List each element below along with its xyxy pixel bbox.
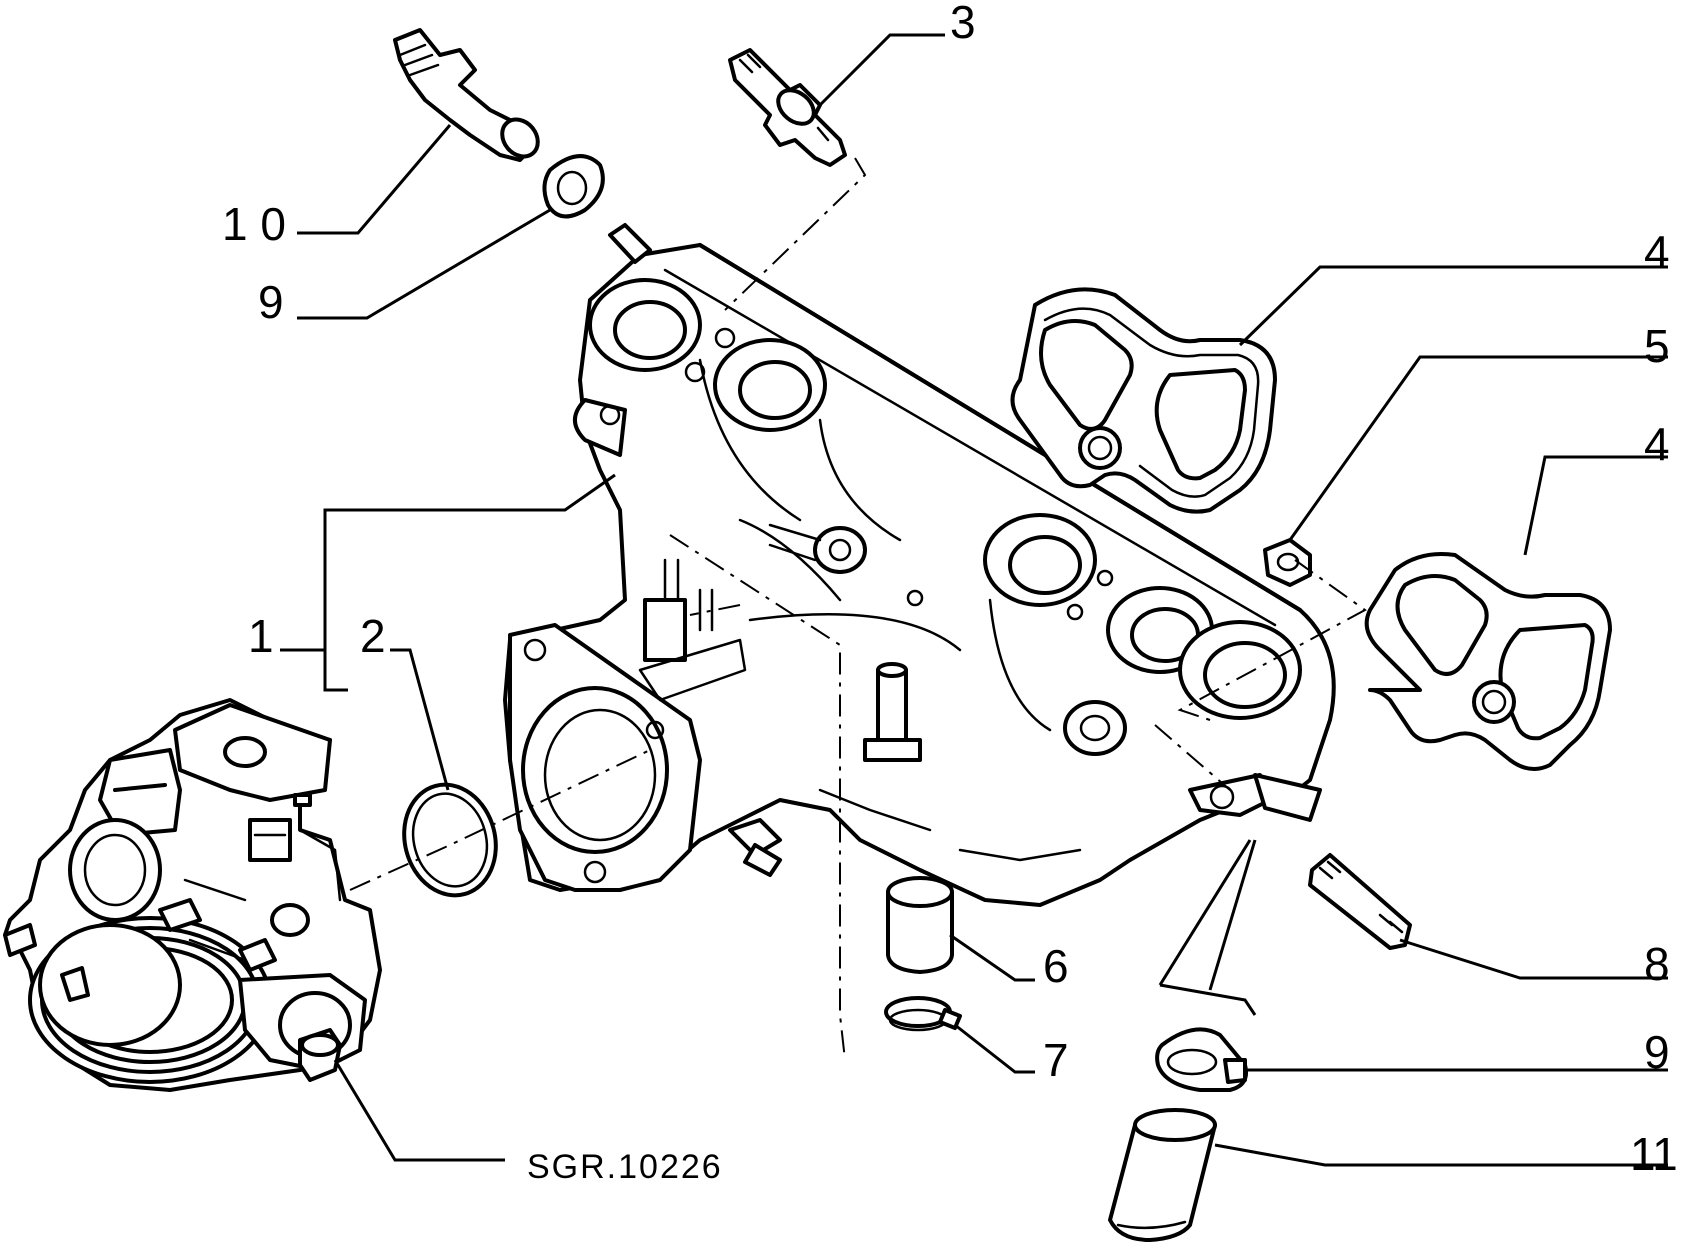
stud-bolt: [728, 48, 847, 167]
rubber-hose: [1108, 1108, 1217, 1242]
callout-10: 1 0: [222, 198, 286, 250]
hex-nut: [1263, 538, 1312, 587]
hose-clamp-small: [884, 996, 962, 1032]
intake-manifold: [503, 223, 1336, 907]
threaded-stud: [1308, 853, 1412, 950]
callout-4-lower: 4: [1644, 418, 1670, 470]
callout-labels: 1 0 9 3 4 5 4 1 2 6 7 8 9 11 SGR.10226: [222, 0, 1678, 1186]
callout-5: 5: [1644, 320, 1670, 372]
leader-lines: [280, 33, 1668, 1167]
gasket-upper: [1010, 287, 1277, 514]
callout-7: 7: [1043, 1034, 1069, 1086]
callout-9-lower: 9: [1644, 1026, 1670, 1078]
o-ring: [402, 782, 498, 898]
callout-8: 8: [1644, 938, 1670, 990]
throttle-body: [3, 698, 382, 1092]
hose-fitting: [393, 28, 540, 162]
callout-4-upper: 4: [1644, 226, 1670, 278]
callout-3: 3: [950, 0, 976, 48]
callout-6: 6: [1043, 940, 1069, 992]
sealing-washer-upper: [542, 154, 605, 219]
callout-2: 2: [360, 610, 386, 662]
spacer-sleeve: [886, 876, 954, 974]
gasket-lower: [1364, 552, 1612, 771]
callout-11: 11: [1630, 1128, 1678, 1180]
assembly-axis-lines: [349, 157, 1367, 1061]
callout-1: 1: [248, 610, 274, 662]
callout-9-upper: 9: [258, 276, 284, 328]
drawing-code: SGR.10226: [527, 1148, 723, 1186]
sealing-washer-lower: [1155, 1027, 1248, 1092]
